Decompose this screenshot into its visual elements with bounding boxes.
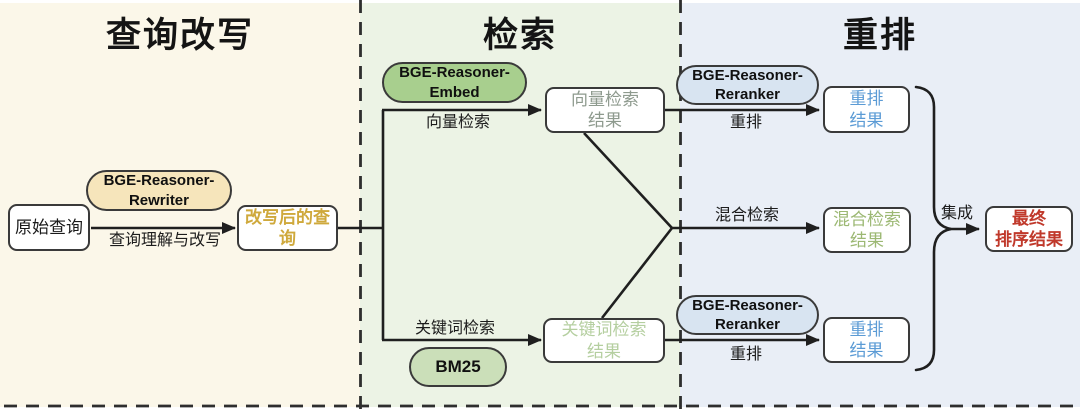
bge-reasoner-reranker-bottom-pill: BGE-Reasoner- Reranker [676, 295, 819, 335]
bge-reasoner-rewriter-pill: BGE-Reasoner- Rewriter [86, 170, 232, 211]
rerank-bottom-edge-label: 重排 [729, 346, 762, 363]
original-query-node: 原始查询 [8, 204, 90, 251]
keyword-result-node: 关键词检索 结果 [543, 318, 665, 363]
ensemble-edge-label: 集成 [940, 205, 973, 222]
rerank-result-top-node: 重排 结果 [823, 86, 910, 133]
hybrid-edge-label: 混合检索 [714, 207, 779, 224]
keyword-edge-label: 关键词检索 [414, 320, 495, 337]
vector-result-node: 向量检索 结果 [545, 87, 665, 133]
hybrid-result-node: 混合检索 结果 [823, 207, 911, 253]
section-title-rerank: 重排 [842, 16, 917, 55]
bm25-pill: BM25 [409, 347, 507, 387]
section-title-query-rewrite: 查询改写 [105, 16, 254, 55]
vector-edge-label: 向量检索 [425, 114, 490, 131]
rerank-result-bottom-node: 重排 结果 [823, 317, 910, 363]
bge-reasoner-reranker-top-pill: BGE-Reasoner- Reranker [676, 65, 819, 105]
final-result-node: 最终 排序结果 [985, 206, 1073, 252]
rewrite-edge-label: 查询理解与改写 [108, 232, 221, 249]
rewritten-query-node: 改写后的查询 [237, 205, 338, 251]
rerank-top-edge-label: 重排 [729, 114, 762, 131]
bge-reasoner-embed-pill: BGE-Reasoner- Embed [382, 62, 527, 103]
section-title-retrieval: 检索 [482, 16, 557, 55]
